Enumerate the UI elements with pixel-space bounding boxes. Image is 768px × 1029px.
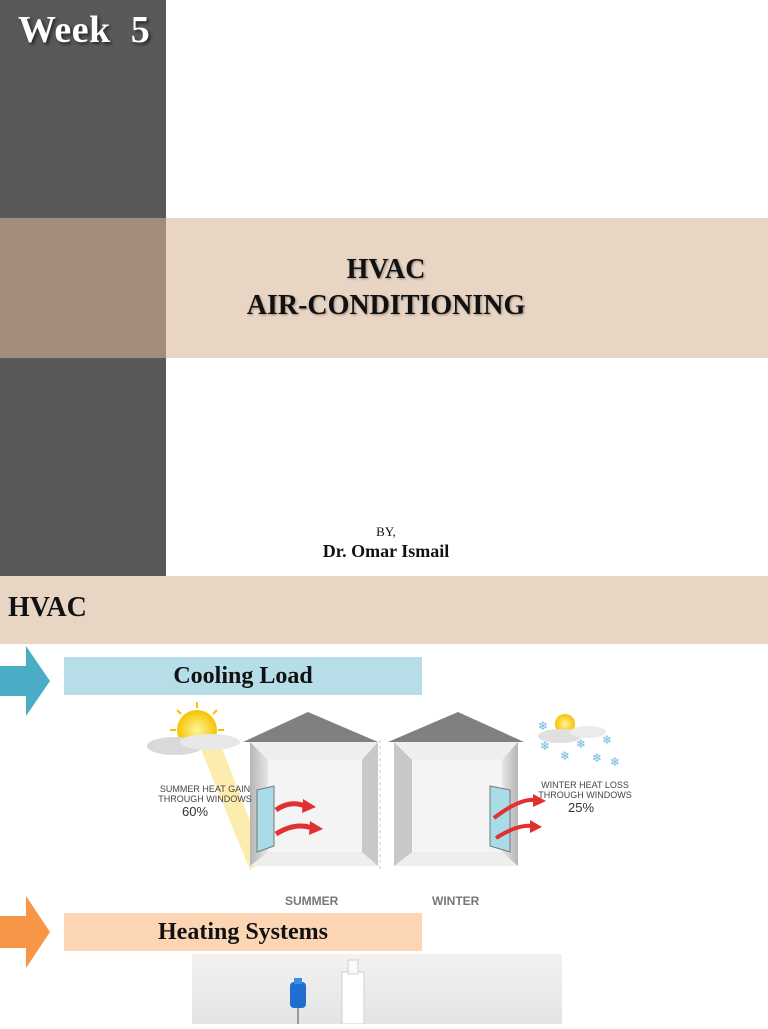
slide-heading: HVAC [8, 592, 87, 623]
winter-house [388, 712, 546, 866]
snow-cloud-icon: ❄❄❄ ❄❄❄ ❄ [538, 714, 620, 769]
heating-systems-box: Heating Systems [64, 913, 422, 951]
svg-text:❄: ❄ [560, 749, 570, 763]
svg-text:❄: ❄ [610, 755, 620, 769]
author-name: Dr. Omar Ismail [322, 541, 450, 561]
summer-caption-line2: THROUGH WINDOWS [158, 794, 252, 804]
winter-caption-line2: THROUGH WINDOWS [538, 790, 632, 800]
winter-caption-line1: WINTER HEAT LOSS [541, 780, 629, 790]
svg-text:❄: ❄ [592, 751, 602, 765]
summer-caption-line1: SUMMER HEAT GAIN [159, 784, 251, 794]
orange-arrow-icon [0, 896, 50, 968]
left-accent-block [0, 218, 166, 358]
winter-percent: 25% [568, 800, 595, 815]
summer-percent: 60% [182, 804, 209, 819]
svg-text:❄: ❄ [538, 719, 548, 733]
heat-gain-loss-illustration: ❄❄❄ ❄❄❄ ❄ SUMMER HEAT GAIN THROUGH WINDO… [140, 700, 632, 912]
summer-house [243, 712, 378, 866]
cooling-load-box: Cooling Load [64, 657, 422, 695]
summer-label: SUMMER [285, 894, 339, 908]
heating-systems-label: Heating Systems [158, 918, 328, 945]
heading-band [0, 576, 768, 644]
week-label: Week 5 [18, 9, 151, 51]
radiator-valve-graphic [290, 959, 365, 1025]
slide-title-line2: AIR-CONDITIONING [246, 290, 526, 321]
svg-text:❄: ❄ [540, 739, 550, 753]
blue-arrow-icon [0, 646, 50, 716]
by-label: BY, [376, 524, 396, 539]
title-slide: Week 5 HVAC AIR-CONDITIONING BY, Dr. Oma… [0, 0, 768, 576]
winter-caption: WINTER HEAT LOSS THROUGH WINDOWS [530, 780, 640, 800]
winter-label: WINTER [432, 894, 480, 908]
cooling-load-label: Cooling Load [173, 662, 313, 689]
heater-photo [192, 954, 562, 1025]
content-slide: HVAC Cooling Load [0, 576, 768, 1025]
houses-graphic: ❄❄❄ ❄❄❄ ❄ [147, 702, 620, 872]
sun-icon [147, 702, 265, 870]
summer-caption: SUMMER HEAT GAIN THROUGH WINDOWS [150, 784, 260, 804]
svg-text:❄: ❄ [576, 737, 586, 751]
title-band [166, 218, 768, 358]
slide-title-line1: HVAC [346, 254, 426, 285]
svg-text:❄: ❄ [602, 733, 612, 747]
